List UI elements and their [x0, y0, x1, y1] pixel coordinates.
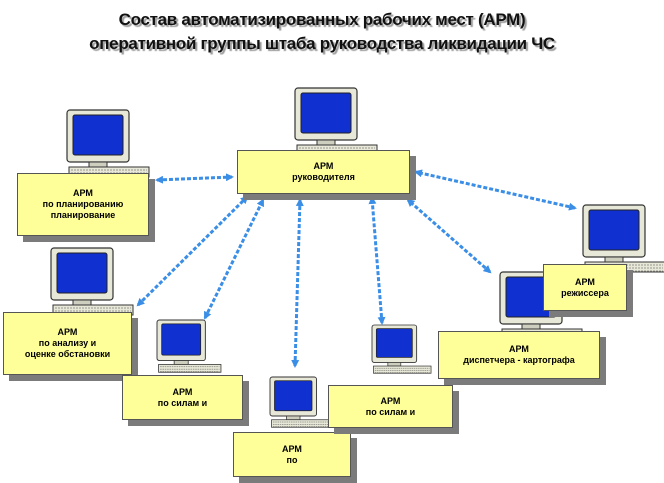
- node-analysis-line2: по анализу и: [38, 338, 97, 348]
- node-forces1: АРМ по силам и: [122, 375, 243, 420]
- node-leader-line1: АРМ: [313, 161, 334, 171]
- node-forces1-line2: по силам и: [157, 397, 208, 408]
- workstation-icon-forces1: [156, 319, 222, 373]
- node-center-line2: по: [286, 454, 298, 465]
- connection-leader-forces2: [368, 196, 386, 325]
- node-forces1-line1: АРМ: [172, 386, 193, 397]
- workstation-icon-director: [582, 204, 664, 273]
- node-analysis-line3: оценке обстановки: [24, 349, 111, 359]
- node-dispatch-line1: АРМ: [509, 344, 529, 354]
- node-center: АРМ по: [233, 432, 351, 477]
- node-leader-line2: руководителя: [292, 172, 355, 182]
- node-forces2: АРМ по силам и: [328, 385, 453, 428]
- diagram-title-line2: оперативной группы штаба руководства лик…: [89, 34, 555, 53]
- node-analysis: АРМ по анализу и оценке обстановки: [3, 312, 132, 375]
- node-forces2-line2: по силам и: [365, 406, 416, 417]
- node-analysis-line1: АРМ: [57, 327, 78, 337]
- node-director: АРМ режиссера: [543, 264, 627, 311]
- workstation-icon-planning: [66, 109, 150, 178]
- node-planning: АРМ по планированию планирование: [17, 173, 149, 236]
- connection-leader-dispatch: [406, 198, 492, 274]
- node-planning-line3: планирование: [50, 210, 116, 220]
- workstation-icon-leader: [294, 87, 378, 156]
- connection-leader-center: [291, 198, 304, 368]
- node-director-line2: режиссера: [561, 287, 609, 298]
- node-director-line1: АРМ: [575, 276, 595, 287]
- node-forces2-line1: АРМ: [380, 395, 401, 406]
- node-dispatch: АРМ диспетчера - картографа: [438, 331, 600, 379]
- node-leader: АРМ руководителя: [237, 150, 410, 194]
- connection-leader-analysis: [136, 195, 249, 307]
- node-center-line1: АРМ: [282, 443, 302, 454]
- workstation-icon-analysis: [50, 247, 134, 316]
- node-planning-line1: АРМ: [73, 188, 93, 198]
- workstation-icon-center: [269, 376, 332, 428]
- workstation-icon-forces2: [371, 324, 432, 374]
- connection-leader-forces1: [203, 198, 265, 320]
- connection-leader-director: [414, 169, 577, 211]
- node-planning-line2: по планированию: [42, 199, 124, 209]
- connection-leader-planning: [155, 173, 234, 184]
- node-dispatch-line2: диспетчера - картографа: [463, 355, 575, 365]
- diagram-title-line1: Состав автоматизированных рабочих мест (…: [118, 10, 526, 29]
